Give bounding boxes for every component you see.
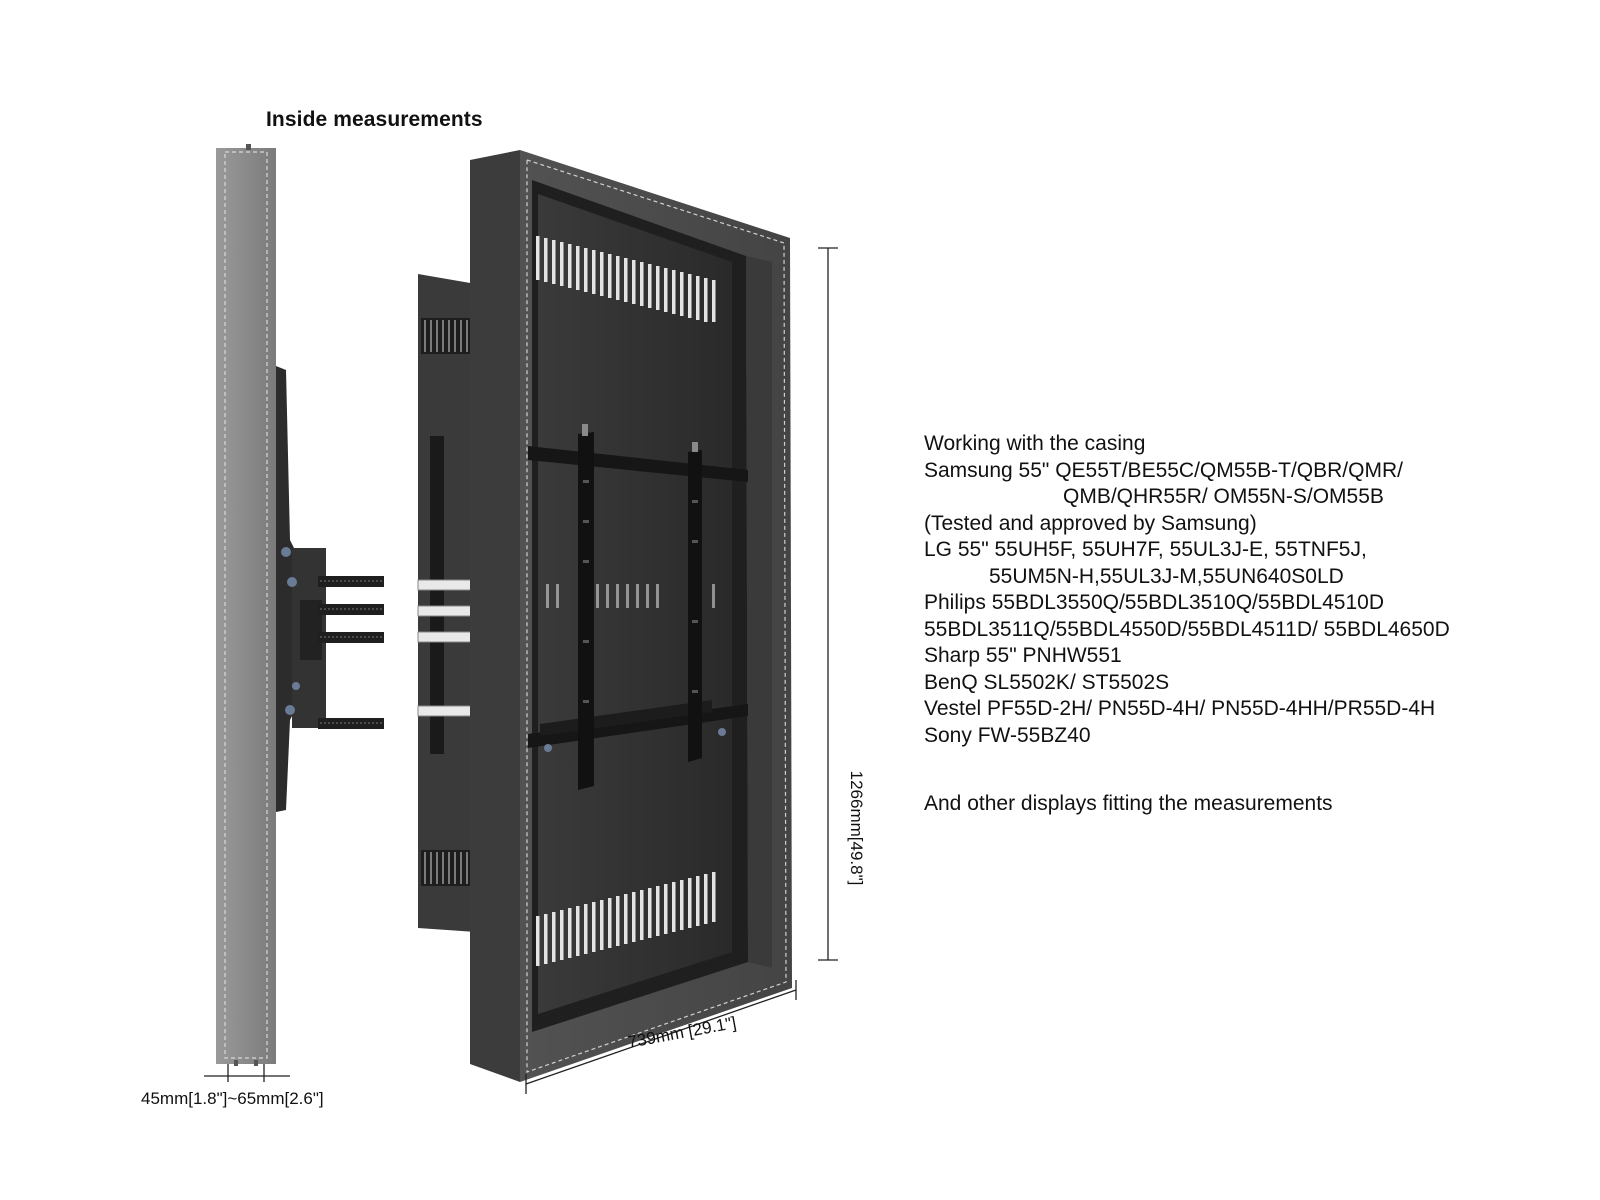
compat-samsung-approval-line: (Tested and approved by Samsung) bbox=[924, 511, 1257, 535]
compat-samsung-line: Samsung 55" QE55T/BE55C/QM55B-T/QBR/QMR/ bbox=[924, 458, 1403, 482]
casing-rear-box bbox=[417, 274, 476, 934]
mount-bracket-front bbox=[528, 424, 748, 790]
compat-vestel-line: Vestel PF55D-2H/ PN55D-4H/ PN55D-4HH/PR5… bbox=[924, 697, 1436, 720]
compat-footer-note: And other displays fitting the measureme… bbox=[924, 792, 1333, 815]
compatible-displays-list: Working with the casing Samsung 55" QE55… bbox=[924, 431, 1564, 818]
compat-lg-line-continued: 55UM5N-H,55UL3J-M,55UN640S0LD bbox=[989, 564, 1344, 588]
casing-front-frame bbox=[470, 150, 792, 1082]
compat-sony-line: Sony FW-55BZ40 bbox=[924, 723, 1091, 747]
compat-philips-line-continued: 55BDL3511Q/55BDL4550D/55BDL4511D/ 55BDL4… bbox=[924, 617, 1450, 641]
dimension-lines bbox=[204, 247, 838, 1094]
compat-intro-line: Working with the casing bbox=[924, 432, 1146, 455]
width-dimension-line bbox=[525, 980, 797, 1094]
casing-side-profile bbox=[216, 144, 276, 1066]
compat-philips-line: Philips 55BDL3550Q/55BDL3510Q/55BDL4510D bbox=[924, 591, 1384, 614]
casing-vent-slots bbox=[536, 236, 716, 966]
compat-lg-line: LG 55" 55UH5F, 55UH7F, 55UL3J-E, 55TNF5J… bbox=[924, 538, 1367, 561]
height-dimension-line bbox=[818, 247, 838, 961]
depth-dimension-line bbox=[204, 1064, 290, 1082]
compat-samsung-line-continued: QMB/QHR55R/ OM55N-S/OM55B bbox=[1063, 485, 1384, 508]
compat-sharp-line: Sharp 55" PNHW551 bbox=[924, 644, 1122, 667]
height-dimension-label: 1266mm[49.8"] bbox=[847, 770, 866, 886]
mount-arm-side-view bbox=[276, 366, 384, 812]
compat-benq-line: BenQ SL5502K/ ST5502S bbox=[924, 670, 1170, 694]
inside-measurements-heading: Inside measurements bbox=[266, 108, 483, 131]
depth-dimension-label: 45mm[1.8"]~65mm[2.6"] bbox=[141, 1089, 324, 1108]
